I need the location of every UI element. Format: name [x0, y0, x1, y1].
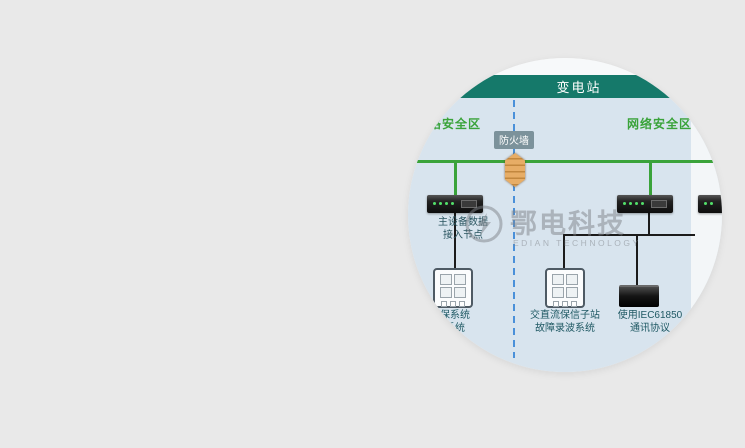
connection-line-left — [454, 213, 456, 270]
substation-header-band: 变电站 — [408, 75, 722, 98]
switch-port-block — [651, 200, 667, 208]
communication-device-box — [619, 285, 659, 307]
firewall-brick-shape — [505, 153, 525, 187]
access-node-caption-line2: 接入节点 — [443, 229, 483, 241]
trunk-drop-line-right — [649, 160, 652, 197]
device-caption-left-line2: 系统 — [445, 323, 465, 334]
access-node-caption: 主设备数据 接入节点 — [430, 217, 496, 242]
device-caption-right-line2: 通讯协议 — [630, 323, 670, 334]
firewall-icon — [505, 153, 525, 187]
device-caption-right: 使用IEC61850 通讯协议 — [606, 309, 694, 335]
firewall-label: 防火墙 — [494, 131, 534, 149]
relay-panel-buttons — [440, 301, 466, 307]
device-caption-right-line1: 使用IEC61850 — [617, 310, 683, 321]
network-switch-partial — [698, 195, 722, 213]
protection-relay-device-left — [433, 268, 473, 308]
switch-port-block — [461, 200, 477, 208]
protection-relay-device-center — [545, 268, 585, 308]
device-caption-left: 保系统 系统 — [422, 309, 488, 335]
network-switch-right — [617, 195, 673, 213]
diagram-right-page-edge — [691, 116, 722, 354]
device-caption-left-line1: 保系统 — [440, 310, 470, 321]
zone-label-left: 网络安全区 — [416, 117, 482, 131]
zone-divider-dashed-line — [513, 100, 515, 358]
network-switch-left — [427, 195, 483, 213]
device-caption-center-line2: 故障录波系统 — [535, 323, 595, 334]
substation-title: 变电站 — [556, 80, 602, 95]
relay-panel-grid — [552, 274, 578, 298]
relay-panel-buttons — [552, 301, 578, 307]
relay-panel-grid — [440, 274, 466, 298]
led-indicator-icons — [623, 202, 644, 205]
network-trunk-line — [408, 160, 722, 163]
trunk-drop-line-left — [454, 160, 457, 197]
device-caption-center: 交直流保信子站 故障录波系统 — [520, 309, 610, 335]
diagram-top-margin — [408, 58, 722, 75]
led-indicator-icons — [704, 202, 713, 205]
connection-bus-line — [563, 234, 695, 236]
led-indicator-icons — [433, 202, 454, 205]
diagram-circle: 变电站 网络安全区 网络安全区 防火墙 主设备数据 接入节点 — [408, 58, 722, 372]
zone-label-right: 网络安全区 — [627, 117, 693, 131]
connection-line-right-switch — [648, 213, 650, 236]
connection-line-center-device — [563, 234, 565, 270]
device-caption-center-line1: 交直流保信子站 — [530, 310, 600, 321]
access-node-caption-line1: 主设备数据 — [438, 217, 488, 228]
connection-line-black-box — [636, 234, 638, 286]
